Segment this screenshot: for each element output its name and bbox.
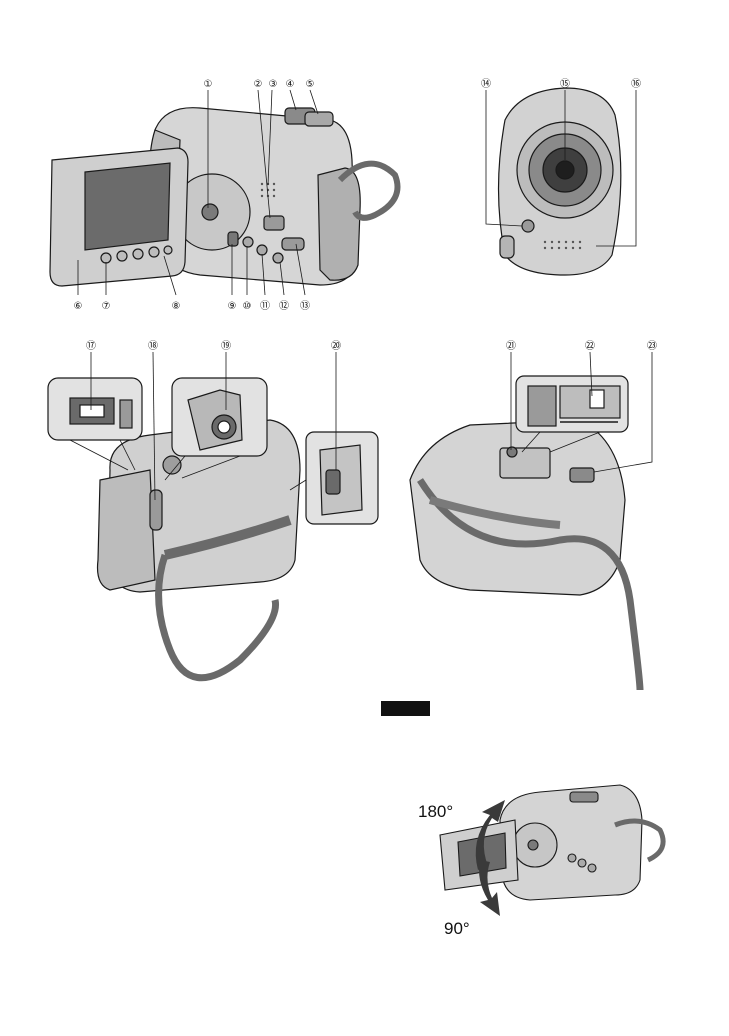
camcorder-bottom-view — [410, 352, 652, 690]
callout-21: ㉑ — [506, 340, 516, 352]
angle-label-180: 180° — [418, 802, 453, 821]
callout-2: ② — [254, 79, 263, 90]
callout-7: ⑦ — [102, 301, 111, 312]
callout-19: ⑲ — [221, 340, 231, 352]
callout-20: ⑳ — [331, 340, 341, 352]
callout-22: ㉒ — [585, 340, 595, 352]
callout-11: ⑪ — [260, 300, 270, 312]
angle-label-90: 90° — [444, 919, 470, 938]
lcd-rotation-illustration — [440, 785, 663, 916]
callout-18: ⑱ — [148, 340, 158, 352]
camcorder-side-view — [50, 90, 398, 295]
callout-17: ⑰ — [86, 340, 96, 352]
callout-4: ④ — [286, 79, 295, 90]
note-badge — [381, 701, 430, 716]
callout-5: ⑤ — [306, 79, 315, 90]
camcorder-rear-view — [48, 352, 378, 678]
callout-13: ⑬ — [300, 300, 310, 312]
callout-6: ⑥ — [74, 301, 83, 312]
callout-12: ⑫ — [279, 300, 289, 312]
callout-3: ③ — [269, 79, 278, 90]
callout-14: ⑭ — [481, 78, 491, 90]
callout-1: ① — [204, 79, 213, 90]
callout-15: ⑮ — [560, 78, 570, 90]
callout-8: ⑧ — [172, 301, 181, 312]
callout-23: ㉓ — [647, 340, 657, 352]
camcorder-front-view — [486, 88, 636, 275]
callout-9: ⑨ — [228, 301, 237, 312]
callout-16: ⑯ — [631, 78, 641, 90]
callout-10: ⑩ — [243, 301, 252, 312]
